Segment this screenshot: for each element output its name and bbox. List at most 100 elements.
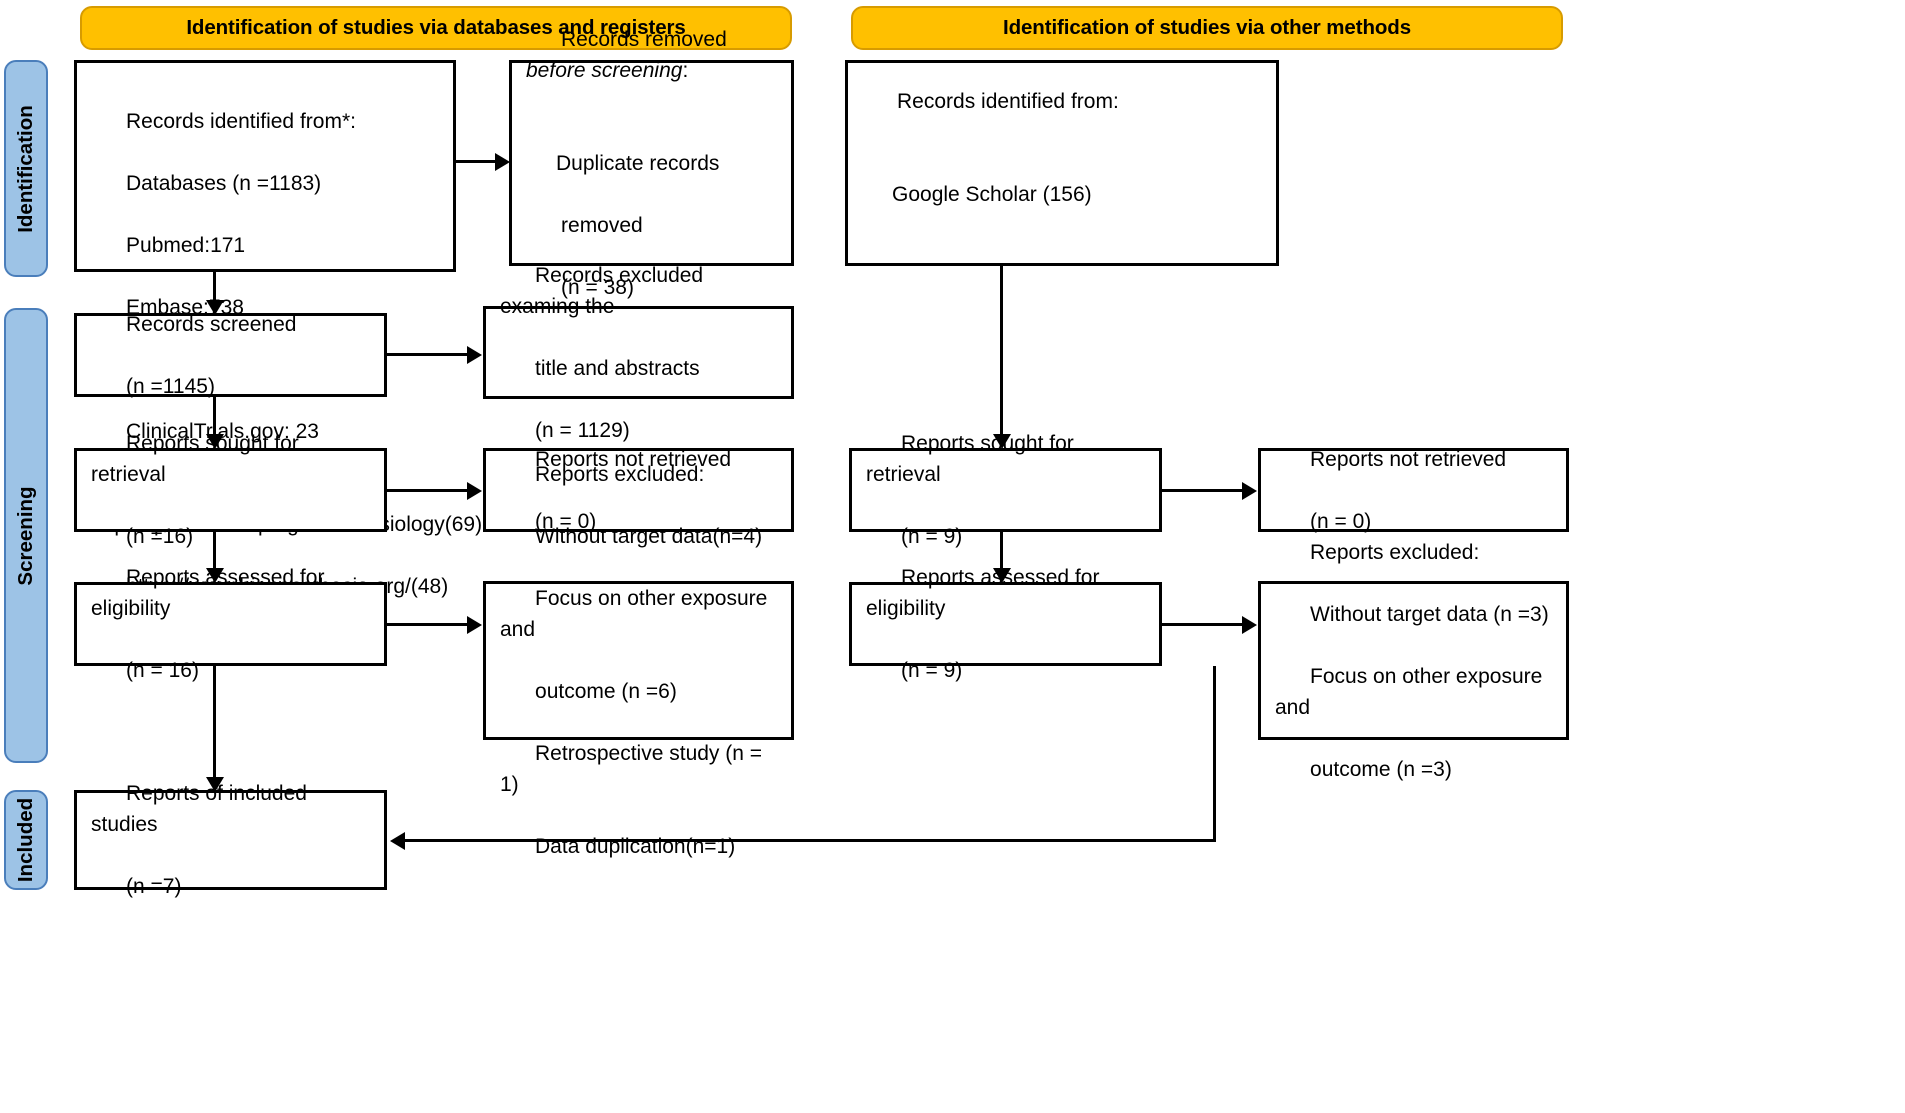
stage-label-identification: Identification [4, 60, 48, 277]
records-identified-other-line-1: Records identified from: [897, 89, 1119, 113]
records-excluded-screening-line-2: title and abstracts [535, 356, 700, 380]
connector-right-to-included-horizontal [405, 839, 1216, 842]
reports-sought-right-line-2: (n = 9) [901, 525, 963, 548]
box-records-removed-before-screening: Records removed before screening: Duplic… [509, 28, 794, 299]
included-line-2: (n =7) [126, 875, 182, 898]
records-removed-item-2: removed [561, 213, 643, 237]
reports-sought-left-line-2: (n =16) [126, 525, 194, 548]
records-screened-line-1: Records screened [126, 312, 297, 336]
box-records-screened: Records screened (n =1145) [74, 313, 387, 398]
arrowhead-identified-to-screened [206, 300, 224, 315]
reports-sought-left-line-1: Reports sought for retrieval [91, 432, 305, 486]
box-reports-excluded-eligibility-left-text: Reports excluded: Without target data(n=… [500, 428, 777, 893]
arrowhead-identified-to-sought-right [993, 434, 1011, 449]
arrowhead-sought-to-assessed-right [993, 568, 1011, 583]
arrowhead-assessed-to-excluded-left [467, 616, 482, 634]
connector-identified-to-removed [456, 160, 498, 163]
box-reports-sought-right-text: Reports sought for retrieval (n = 9) [866, 397, 1145, 583]
box-records-removed-text: Records removed before screening: Duplic… [526, 0, 777, 334]
box-reports-assessed-left-text: Reports assessed for eligibility (n = 16… [91, 531, 370, 717]
records-removed-item-1: Duplicate records [556, 151, 720, 175]
reports-assessed-right-line-1: Reports assessed for eligibility [866, 566, 1106, 620]
box-reports-excluded-eligibility-right-text: Reports excluded: Without target data (n… [1275, 506, 1552, 816]
records-removed-item-3: (n = 38) [561, 275, 634, 299]
box-reports-included-studies: Reports of included studies (n =7) [74, 782, 387, 898]
box-records-identified-other: Records identified from: Google Scholar … [845, 60, 1279, 266]
arrowhead-screened-to-sought [206, 434, 224, 449]
box-reports-not-retrieved-left-text: Reports not retrieved (n = 0) [500, 413, 731, 568]
box-reports-sought-left: Reports sought for retrieval (n =16) [74, 432, 387, 548]
connector-sought-to-assessed-right [1000, 532, 1003, 572]
reports-not-retrieved-left-line-1: Reports not retrieved [535, 447, 732, 471]
stage-label-screening: Screening [4, 308, 48, 763]
banner-other-methods-label: Identification of studies via other meth… [1002, 16, 1412, 39]
connector-assessed-to-included [213, 666, 216, 781]
records-excluded-screening-line-1: Records excluded examing the [500, 263, 709, 318]
connector-assessed-to-excluded-right [1162, 623, 1244, 626]
reports-not-retrieved-right-line-2: (n = 0) [1310, 509, 1372, 533]
box-reports-excluded-eligibility-right: Reports excluded: Without target data (n… [1258, 541, 1569, 781]
box-records-identified-databases: Records identified from*: Databases (n =… [74, 60, 482, 598]
records-identified-other-line-2: Google Scholar (156) [892, 182, 1092, 206]
reports-not-retrieved-left-line-2: (n = 0) [535, 509, 597, 533]
reports-assessed-right-line-2: (n = 9) [901, 659, 963, 682]
records-identified-line-1: Records identified from*: [126, 110, 356, 133]
records-removed-lead-emphasis: before screening [526, 58, 683, 82]
box-reports-not-retrieved-right-text: Reports not retrieved (n = 0) [1275, 413, 1506, 568]
reports-excluded-left-line-5: Retrospective study (n = 1) [500, 742, 768, 796]
box-records-screened-text: Records screened (n =1145) [91, 278, 296, 433]
reports-not-retrieved-right-line-1: Reports not retrieved [1310, 447, 1507, 471]
reports-assessed-left-line-2: (n = 16) [126, 659, 199, 682]
stage-label-included-text: Included [14, 797, 37, 883]
connector-sought-to-assessed-left [213, 532, 216, 572]
reports-excluded-left-line-1: Reports excluded: [535, 463, 705, 486]
reports-excluded-right-line-4: outcome (n =3) [1310, 757, 1452, 781]
arrowhead-sought-to-assessed-left [206, 568, 224, 583]
connector-screened-to-excluded [387, 353, 469, 356]
connector-right-assessed-down-to-included [1213, 666, 1216, 841]
box-records-identified-other-text: Records identified from: Google Scholar … [862, 55, 1119, 272]
records-identified-line-6: ClinicalTrials.gov: 23 [126, 420, 319, 443]
box-reports-not-retrieved-right: Reports not retrieved (n = 0) [1258, 448, 1569, 533]
box-reports-excluded-eligibility-left: Reports excluded: Without target data(n=… [483, 463, 794, 858]
connector-identified-to-screened [213, 272, 216, 304]
reports-excluded-right-line-2: Without target data (n =3) [1310, 602, 1549, 626]
connector-screened-to-sought [213, 397, 216, 437]
reports-excluded-right-line-1: Reports excluded: [1310, 540, 1480, 564]
arrowhead-assessed-to-included [206, 777, 224, 792]
banner-databases-registers: Identification of studies via databases … [80, 6, 792, 50]
arrowhead-sought-to-not-retrieved-left [467, 482, 482, 500]
box-records-excluded-screening: Records excluded examing the title and a… [483, 264, 794, 442]
reports-excluded-left-line-4: outcome (n =6) [535, 680, 677, 703]
arrowhead-identified-to-removed [495, 153, 510, 171]
box-reports-included-studies-text: Reports of included studies (n =7) [91, 747, 370, 933]
reports-assessed-left-line-1: Reports assessed for eligibility [91, 566, 331, 620]
box-records-excluded-screening-text: Records excluded examing the title and a… [500, 229, 777, 477]
banner-databases-registers-label: Identification of studies via databases … [186, 16, 686, 39]
stage-label-included: Included [4, 790, 48, 890]
records-removed-lead-b: : [682, 58, 689, 82]
records-screened-line-2: (n =1145) [126, 374, 215, 398]
included-line-1: Reports of included studies [91, 782, 313, 836]
connector-identified-to-sought-right [1000, 266, 1003, 438]
arrowhead-right-to-included [390, 832, 405, 850]
connector-assessed-to-excluded-left [387, 623, 469, 626]
reports-excluded-left-line-2: Without target data(n=4) [535, 525, 763, 548]
box-reports-sought-left-text: Reports sought for retrieval (n =16) [91, 397, 370, 583]
box-reports-assessed-right-text: Reports assessed for eligibility (n = 9) [866, 531, 1145, 717]
box-reports-sought-right: Reports sought for retrieval (n = 9) [849, 432, 1162, 548]
arrowhead-assessed-to-excluded-right [1242, 616, 1257, 634]
connector-sought-to-not-retrieved-right [1162, 489, 1244, 492]
records-identified-line-2: Databases (n =1183) [126, 172, 322, 195]
reports-excluded-left-line-3: Focus on other exposure and [500, 587, 774, 641]
box-reports-assessed-left: Reports assessed for eligibility (n = 16… [74, 566, 387, 682]
records-excluded-screening-line-3: (n = 1129) [535, 418, 630, 442]
arrowhead-sought-to-not-retrieved-right [1242, 482, 1257, 500]
box-reports-not-retrieved-left: Reports not retrieved (n = 0) [483, 448, 794, 533]
stage-label-identification-text: Identification [14, 104, 37, 233]
banner-other-methods: Identification of studies via other meth… [851, 6, 1563, 50]
reports-excluded-right-line-3: Focus on other exposure and [1275, 664, 1549, 719]
reports-sought-right-line-1: Reports sought for retrieval [866, 432, 1080, 486]
stage-label-screening-text: Screening [14, 485, 37, 586]
